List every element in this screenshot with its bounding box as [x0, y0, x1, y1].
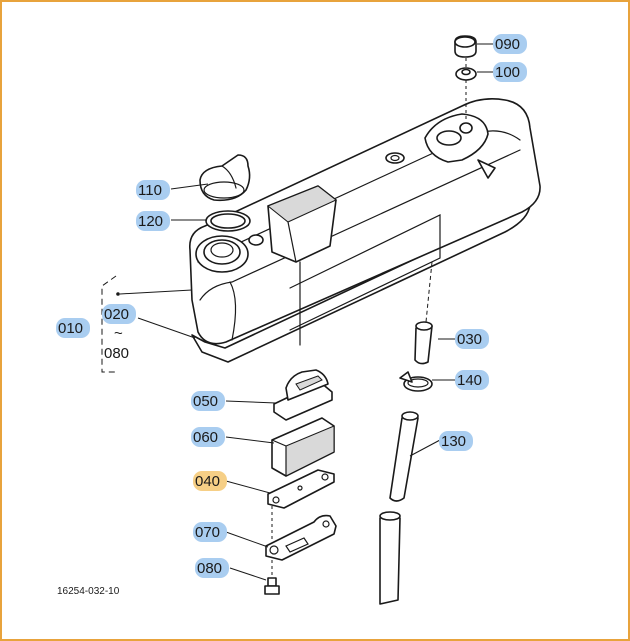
part-030-pipe [414, 321, 433, 365]
callout-label: 040 [195, 473, 220, 490]
callout-020[interactable]: 020 [102, 304, 136, 324]
callout-110[interactable]: 110 [136, 180, 170, 200]
callout-label: 100 [495, 64, 520, 81]
callout-label: 110 [138, 182, 162, 199]
callout-130[interactable]: 130 [439, 431, 473, 451]
callout-highlight [493, 34, 527, 54]
part-130-hose [389, 411, 419, 502]
callout-highlight [191, 391, 225, 411]
part-080-bolt [264, 577, 280, 595]
callout-highlight [493, 62, 527, 82]
callout-label: 080 [104, 345, 129, 362]
lower-hose [379, 511, 401, 605]
group-bracket-010 [101, 275, 193, 373]
callout-label: 090 [495, 36, 520, 53]
part-070-bracket [265, 514, 337, 561]
callout-highlight [193, 522, 227, 542]
callout-040[interactable]: 040 [193, 471, 227, 491]
callout-label: 010 [58, 320, 83, 337]
part-090-cap [454, 35, 477, 58]
part-110-filler-cap [199, 154, 251, 202]
callout-highlight [439, 431, 473, 451]
callout-highlight [102, 304, 136, 324]
callout-label: 050 [193, 393, 218, 410]
callout-090[interactable]: 090 [493, 34, 527, 54]
part-060-filter-element [271, 417, 335, 477]
range-separator: ~ [114, 325, 123, 342]
callout-120[interactable]: 120 [136, 211, 170, 231]
part-120-o-ring [205, 210, 251, 232]
callout-highlight [455, 329, 489, 349]
callout-030[interactable]: 030 [455, 329, 489, 349]
callout-080-range-end: 080 [104, 345, 129, 362]
callout-050[interactable]: 050 [191, 391, 225, 411]
part-050-breather-cover [273, 369, 333, 421]
callout-highlight [191, 427, 225, 447]
callout-label: 140 [457, 372, 482, 389]
drawing-code: 16254-032-10 [57, 586, 120, 597]
callout-label: 020 [104, 306, 129, 323]
callout-080[interactable]: 080 [195, 558, 229, 578]
callout-label: 080 [197, 560, 222, 577]
part-040-plate [267, 469, 335, 509]
part-100-washer [455, 67, 477, 81]
leader-lines [137, 43, 494, 581]
callout-010[interactable]: 010 [56, 318, 90, 338]
callout-highlight [193, 471, 227, 491]
callout-060[interactable]: 060 [191, 427, 225, 447]
callout-label: 070 [195, 524, 220, 541]
callout-highlight [195, 558, 229, 578]
callout-highlight [136, 180, 170, 200]
callout-highlight [455, 370, 489, 390]
part-140-clamp [399, 371, 433, 392]
callout-label: 130 [441, 433, 466, 450]
callout-100[interactable]: 100 [493, 62, 527, 82]
callout-highlight [136, 211, 170, 231]
callout-070[interactable]: 070 [193, 522, 227, 542]
callout-label: 120 [138, 213, 163, 230]
callout-highlight [56, 318, 90, 338]
callout-label: 030 [457, 331, 482, 348]
rocker-cover [188, 98, 541, 346]
callout-label: 060 [193, 429, 218, 446]
callout-140[interactable]: 140 [455, 370, 489, 390]
